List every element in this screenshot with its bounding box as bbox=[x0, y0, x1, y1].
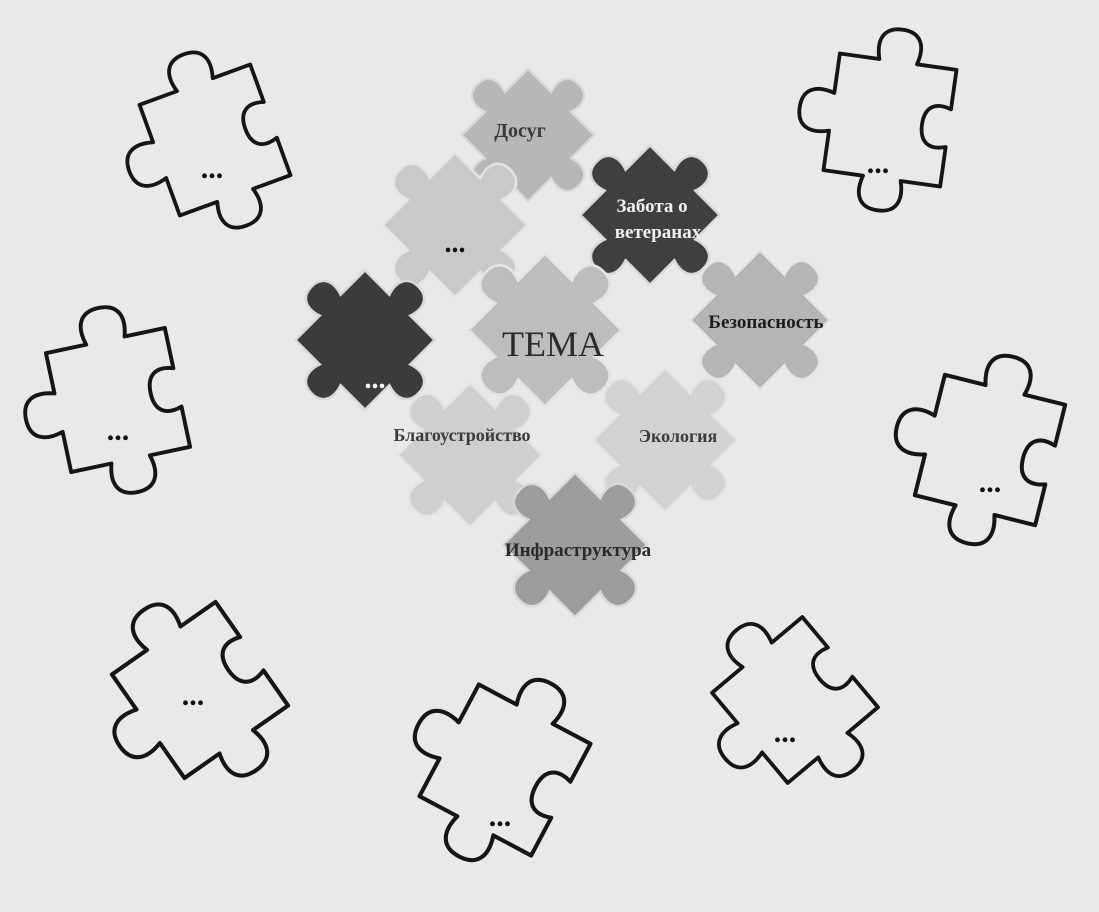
label-safety: Безопасность bbox=[708, 312, 823, 333]
outline-piece-bottom-right bbox=[667, 592, 899, 828]
label-veterans-line1: Забота о bbox=[616, 196, 687, 217]
placeholder-mid-left: ... bbox=[107, 414, 130, 447]
outline-piece-bottom-center bbox=[373, 638, 607, 887]
placeholder-top: ... bbox=[445, 228, 466, 259]
placeholder-mid-right: ... bbox=[979, 466, 1002, 499]
outline-piece-mid-right bbox=[874, 334, 1074, 559]
outline-piece-mid-left bbox=[6, 295, 197, 511]
placeholder-top-right: ... bbox=[867, 147, 890, 180]
label-theme: ТЕМА bbox=[502, 324, 604, 364]
label-ecology: Экология bbox=[639, 426, 718, 446]
label-leisure: Досуг bbox=[494, 120, 545, 142]
label-landscaping: Благоустройство bbox=[393, 425, 530, 445]
label-infrastructure: Инфраструктура bbox=[505, 540, 652, 561]
label-veterans-line2: ветеранах bbox=[615, 222, 702, 243]
outline-piece-top-left bbox=[98, 34, 301, 257]
placeholder-bottom-center: ... bbox=[489, 800, 512, 833]
placeholder-dark: ... bbox=[365, 364, 386, 395]
placeholder-bottom-left: ... bbox=[182, 679, 205, 712]
placeholder-top-left: ... bbox=[201, 152, 224, 185]
placeholder-bottom-right: ... bbox=[774, 716, 797, 749]
central-puzzle-cluster: Досуг Забота о ветеранах ... Безопасност… bbox=[258, 34, 866, 656]
outline-placeholders: ... ... ... ... ... ... ... bbox=[107, 147, 1002, 833]
outline-piece-top-right bbox=[787, 17, 961, 219]
